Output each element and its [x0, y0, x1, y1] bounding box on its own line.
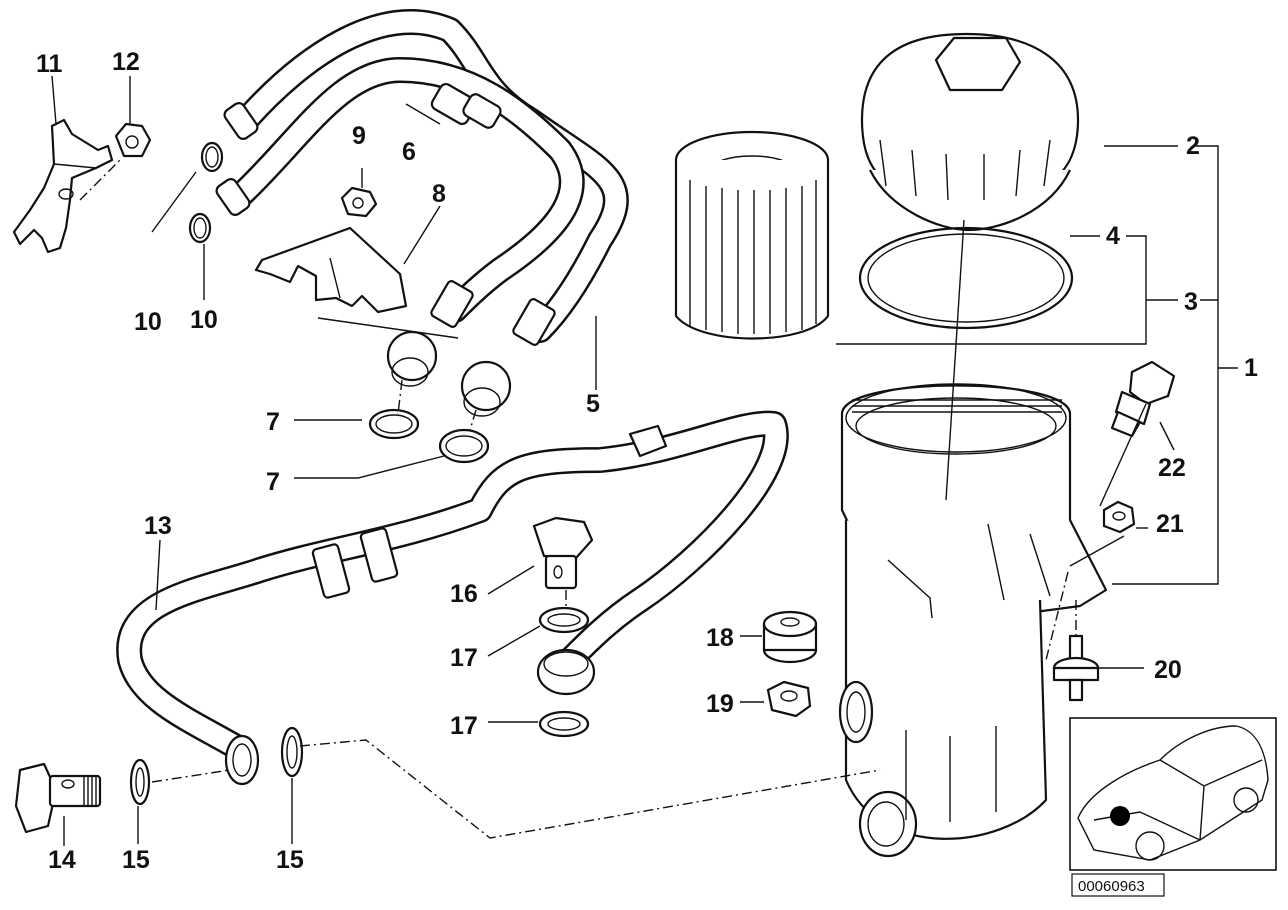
pressure-switch-part — [1110, 360, 1176, 438]
callout-3: 3 — [1184, 288, 1198, 316]
o-ring-part — [200, 141, 224, 173]
callout-5: 5 — [586, 390, 600, 418]
callout-21: 21 — [1156, 510, 1184, 538]
filter-cover-part — [860, 32, 1080, 232]
oil-cooler-pipes-part — [215, 9, 629, 346]
callout-14: 14 — [48, 846, 76, 874]
hex-nut-part — [1102, 500, 1136, 534]
callout-8: 8 — [432, 180, 446, 208]
callout-18: 18 — [706, 624, 734, 652]
sealing-ring-part — [129, 758, 151, 806]
o-ring-part — [438, 428, 490, 464]
callout-13: 13 — [144, 512, 172, 540]
callout-6: 6 — [402, 138, 416, 166]
sealing-ring-part — [538, 606, 590, 634]
oil-filter-housing-part — [838, 383, 1108, 858]
callout-1: 1 — [1244, 354, 1258, 382]
oil-return-line-part — [116, 410, 789, 786]
pipe-fitting-part — [386, 330, 512, 417]
callout-20: 20 — [1154, 656, 1182, 684]
sealing-ring-part — [280, 726, 304, 778]
callout-11: 11 — [36, 50, 63, 78]
hex-nut-part — [766, 680, 812, 718]
o-ring-part — [188, 212, 212, 244]
banjo-bolt-part — [14, 762, 102, 834]
holder-plate-part — [254, 226, 408, 314]
callout-9: 9 — [352, 122, 366, 150]
callout-19: 19 — [706, 690, 734, 718]
callout-10: 10 — [134, 308, 162, 336]
rubber-mount-part — [762, 610, 818, 664]
callout-10: 10 — [190, 306, 218, 334]
vehicle-locator-inset — [1069, 717, 1277, 871]
callout-17: 17 — [450, 644, 478, 672]
callout-7: 7 — [266, 468, 280, 496]
callout-22: 22 — [1158, 454, 1186, 482]
callout-17: 17 — [450, 712, 478, 740]
callout-4: 4 — [1106, 222, 1120, 250]
o-ring-part — [368, 408, 420, 440]
spanner-bracket-part — [12, 118, 114, 254]
hex-nut-part — [340, 186, 378, 218]
reference-number: 00060963 — [1078, 878, 1145, 895]
stud-mount-part — [1052, 634, 1100, 702]
hex-nut-part — [114, 122, 152, 158]
leader-lines — [51, 75, 1238, 846]
callout-15: 15 — [122, 846, 150, 874]
callout-12: 12 — [112, 48, 140, 76]
o-ring-part — [858, 226, 1074, 330]
callout-16: 16 — [450, 580, 478, 608]
callout-2: 2 — [1186, 132, 1200, 160]
hollow-bolt-part — [532, 516, 594, 590]
location-marker-icon — [1110, 806, 1130, 826]
reference-number-box: 00060963 — [1071, 873, 1165, 897]
oil-filter-element-part — [674, 130, 830, 340]
sealing-ring-part — [538, 710, 590, 738]
callout-7: 7 — [266, 408, 280, 436]
callout-15: 15 — [276, 846, 304, 874]
